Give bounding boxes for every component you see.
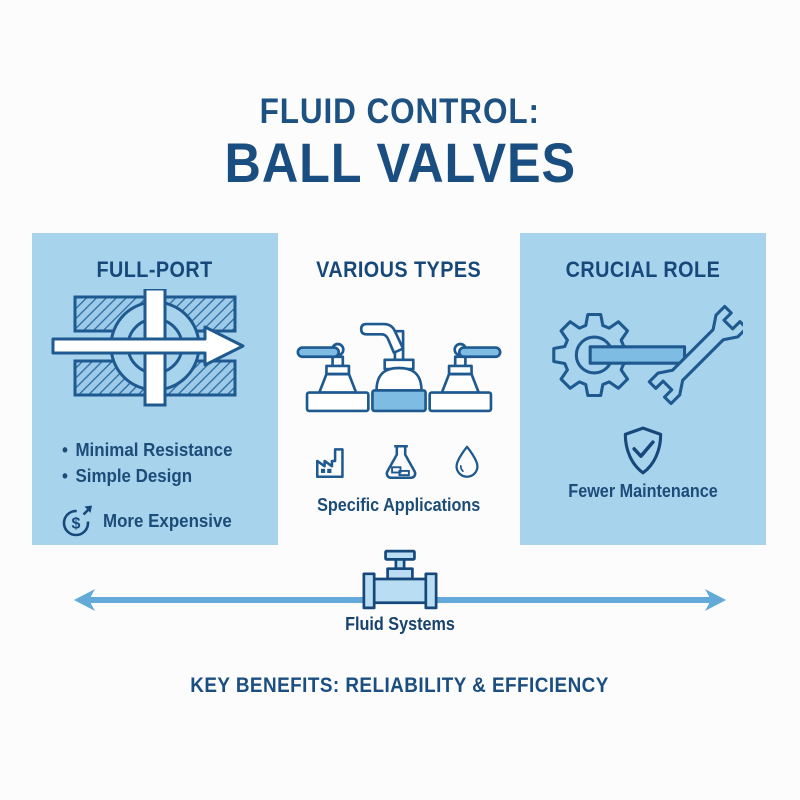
panel-full-port: FULL-PORT •Minimal Resistance •Simple De… bbox=[32, 233, 278, 545]
lever-valve-right-icon bbox=[428, 342, 502, 413]
fewer-maintenance-label: Fewer Maintenance bbox=[568, 481, 718, 501]
key-benefits-label: KEY BENEFITS: RELIABILITY & EFFICIENCY bbox=[190, 674, 610, 697]
column-various-types: VARIOUS TYPES bbox=[278, 233, 520, 545]
flask-icon bbox=[380, 441, 422, 483]
page-title-line2: BALL VALVES bbox=[224, 131, 576, 194]
shield-check-icon bbox=[619, 425, 667, 477]
pipe-valve-icon bbox=[356, 547, 444, 611]
cost-note-label: More Expensive bbox=[103, 510, 232, 531]
svg-text:$: $ bbox=[72, 516, 81, 533]
specific-applications-label: Specific Applications bbox=[317, 495, 481, 515]
full-port-bullet-list: •Minimal Resistance •Simple Design bbox=[32, 437, 278, 489]
gear-wrench-icon bbox=[543, 293, 743, 417]
droplet-icon bbox=[448, 441, 486, 483]
panel-crucial-role: CRUCIAL ROLE Fewer Maintenance bbox=[520, 233, 766, 545]
full-port-header: FULL-PORT bbox=[96, 257, 214, 282]
lever-valve-left-icon bbox=[296, 342, 370, 413]
application-icons-row bbox=[312, 441, 486, 483]
factory-icon bbox=[312, 441, 354, 483]
page-title-line1: FLUID CONTROL: bbox=[259, 92, 541, 131]
valve-types-icons bbox=[295, 321, 503, 415]
angle-valve-up-icon bbox=[359, 322, 427, 413]
bullet-simple-design: •Simple Design bbox=[62, 466, 193, 486]
crucial-role-header: CRUCIAL ROLE bbox=[565, 257, 721, 282]
cost-note-row: $ More Expensive bbox=[32, 503, 278, 539]
fluid-systems-label: Fluid Systems bbox=[345, 614, 455, 634]
various-types-header: VARIOUS TYPES bbox=[316, 257, 482, 282]
full-port-valve-diagram-icon bbox=[45, 289, 265, 429]
bullet-minimal-resistance: •Minimal Resistance bbox=[62, 440, 233, 460]
dollar-rising-cost-icon: $ bbox=[60, 503, 96, 539]
